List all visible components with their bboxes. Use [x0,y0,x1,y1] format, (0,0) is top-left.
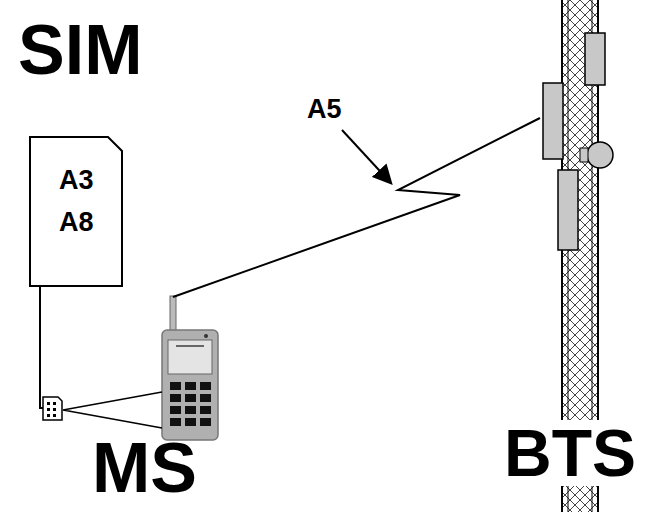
leader-arrow [342,130,390,182]
ms-label: MS [92,433,197,503]
algorithm-label: A3 [59,167,94,194]
sim-heading: SIM [18,15,142,85]
bts-label: BTS [502,420,638,486]
sim-card-node: SIMA3A8 [30,137,122,286]
edge-label: A5 [307,96,342,123]
sim-corner [110,139,120,149]
sim-chip [43,392,162,428]
radio-link [173,118,540,297]
sim-card [30,137,122,286]
mobile-phone [162,296,218,440]
sim-link [40,286,45,408]
mobile-station-node: MS [160,295,220,441]
bts-node: BTS [540,0,615,512]
algorithm-label: A8 [59,209,94,236]
